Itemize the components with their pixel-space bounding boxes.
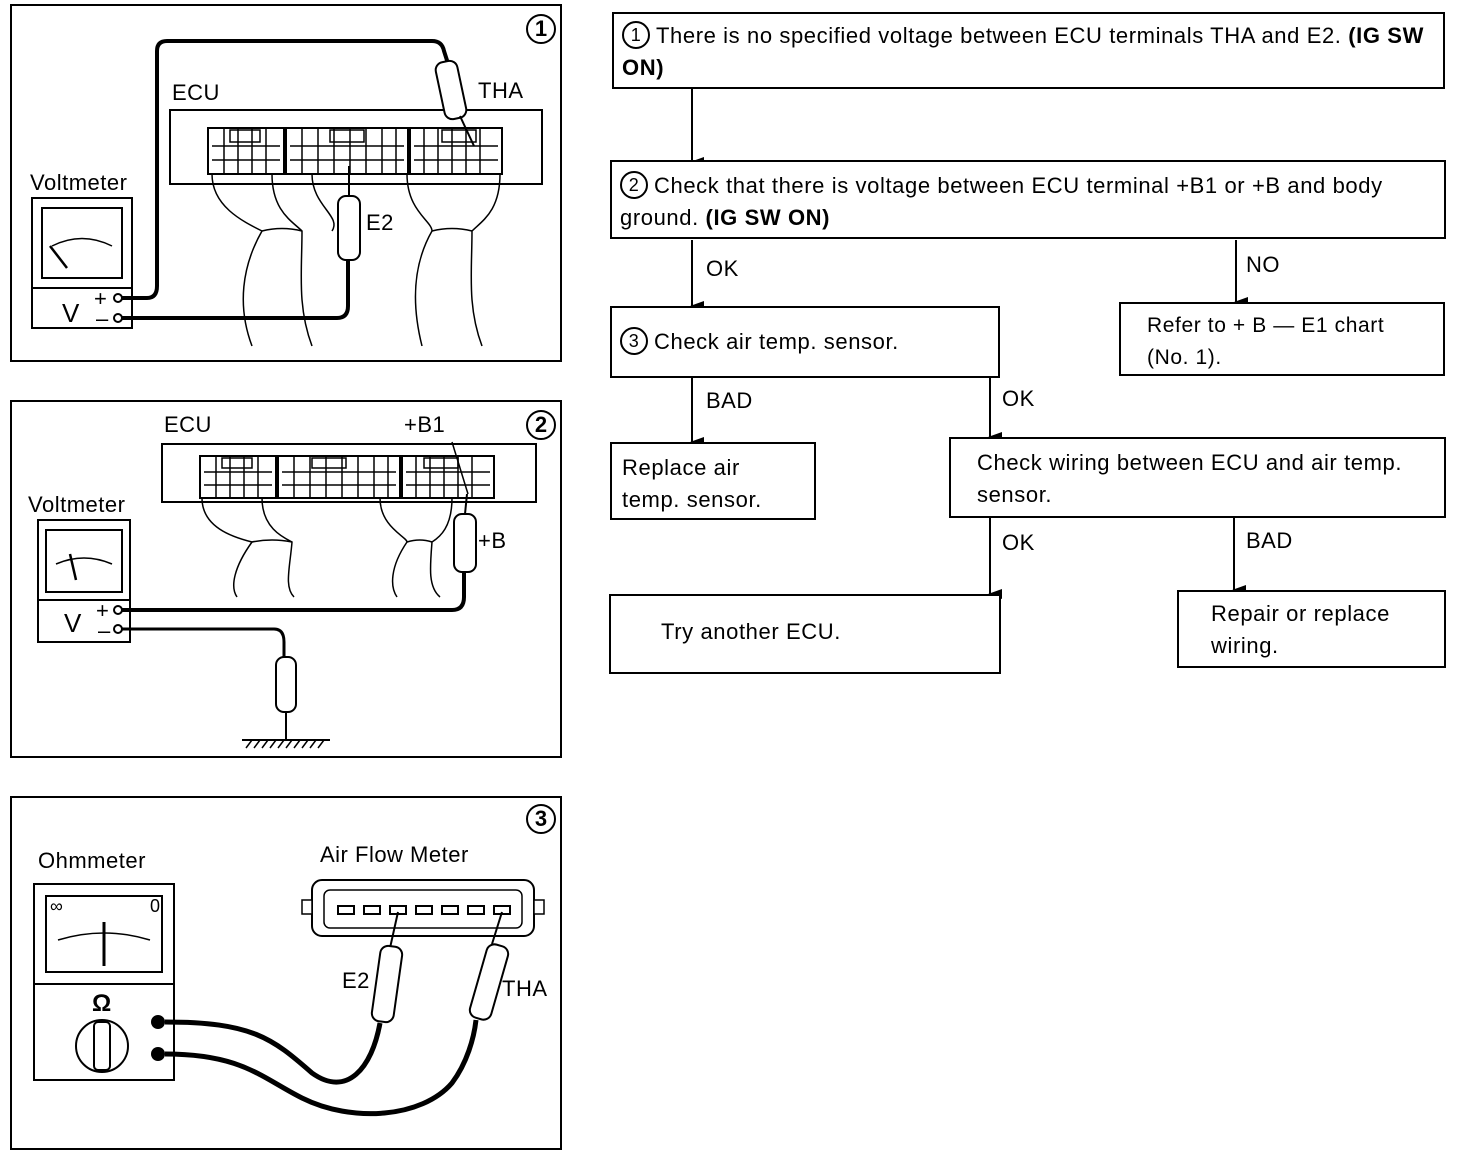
ecu-connector-left — [199, 455, 277, 499]
voltmeter-symbol: V — [62, 298, 80, 328]
plus-b-label: +B — [478, 528, 507, 553]
plus-terminal-label: + — [94, 286, 108, 311]
air-flow-meter-label: Air Flow Meter — [320, 842, 469, 867]
panel-1-number-badge: 1 — [526, 14, 556, 44]
tha-label: THA — [478, 78, 524, 103]
probe-tha — [468, 943, 510, 1021]
step-1-text: There is no specified voltage between EC… — [656, 23, 1342, 48]
panel-3-resistance-check-diagram: 3 Ohmmeter Air Flow Meter E2 THA ∞ 0 Ω — [10, 796, 562, 1150]
branch-label-no-step2: NO — [1246, 252, 1280, 277]
negative-lead — [122, 627, 286, 657]
check-wiring-text: Check wiring between ECU and air temp. s… — [977, 450, 1403, 507]
branch-label-ok-step3: OK — [1002, 386, 1035, 411]
zero-scale-mark: 0 — [150, 896, 161, 916]
plus-b1-label: +B1 — [404, 412, 446, 437]
panel-2-number-badge: 2 — [526, 410, 556, 440]
voltmeter-label: Voltmeter — [28, 492, 126, 517]
voltmeter-label: Voltmeter — [30, 170, 128, 195]
panel-2-voltage-check-diagram: 2 ECU +B1 +B Voltmeter V + – — [10, 400, 562, 758]
branch-label-bad-step3: BAD — [706, 388, 753, 413]
try-another-ecu-text: Try another ECU. — [661, 619, 841, 644]
branch-label-ok-wiring: OK — [1002, 530, 1035, 555]
branch-label-ok-step2: OK — [706, 256, 739, 281]
step-1-number: 1 — [622, 21, 650, 49]
step-2-text: Check that there is voltage between ECU … — [620, 173, 1383, 230]
omega-symbol: Ω — [92, 990, 112, 1017]
voltmeter-dial — [41, 207, 123, 279]
refer-chart-box: Refer to + B — E1 chart (No. 1). — [1119, 302, 1445, 376]
step-2-number: 2 — [620, 171, 648, 199]
check-wiring-box: Check wiring between ECU and air temp. s… — [949, 437, 1446, 518]
step-3-text: Check air temp. sensor. — [654, 329, 899, 354]
step-1-condition: (IG SW ON) — [622, 23, 1424, 80]
step-3-number: 3 — [620, 327, 648, 355]
ohmmeter-dial — [45, 895, 163, 973]
try-another-ecu-box: Try another ECU. — [609, 594, 1001, 674]
e2-label: E2 — [342, 968, 370, 993]
probe-e2 — [370, 944, 404, 1024]
tha-label: THA — [502, 976, 548, 1001]
ecu-connector-middle — [285, 127, 409, 175]
ecu-connector-left — [207, 127, 285, 175]
ohmmeter-lead-tha — [164, 1019, 479, 1117]
minus-terminal-label: – — [98, 618, 111, 643]
panel-3-number-badge: 3 — [526, 804, 556, 834]
replace-sensor-text: Replace air temp. sensor. — [622, 455, 762, 512]
voltmeter-symbol: V — [64, 608, 82, 638]
voltmeter-dial — [45, 529, 123, 593]
ohmmeter-lead-e2 — [164, 1019, 383, 1085]
infinity-scale-mark: ∞ — [50, 896, 64, 916]
panel-1-drawing — [31, 39, 543, 347]
probe-tha — [434, 59, 468, 121]
repair-wiring-box: Repair or replace wiring. — [1177, 590, 1446, 668]
plus-terminal-label: + — [96, 598, 110, 623]
refer-chart-text: Refer to + B — E1 chart (No. 1). — [1147, 314, 1385, 369]
branch-label-bad-wiring: BAD — [1246, 528, 1293, 553]
step-2-condition: (IG SW ON) — [705, 205, 831, 230]
panel-1-voltage-check-diagram: 1 ECU THA E2 Voltmeter V + – — [10, 4, 562, 362]
positive-lead — [122, 572, 466, 612]
minus-terminal-label: – — [96, 306, 109, 331]
replace-sensor-box: Replace air temp. sensor. — [610, 442, 816, 520]
panel-2-drawing — [37, 441, 537, 749]
positive-lead — [122, 39, 454, 300]
ohmmeter-label: Ohmmeter — [38, 848, 146, 873]
negative-lead — [122, 261, 350, 320]
repair-wiring-text: Repair or replace wiring. — [1211, 601, 1390, 658]
ecu-label: ECU — [172, 80, 220, 105]
ecu-label: ECU — [164, 412, 212, 437]
panel-3-drawing — [33, 879, 545, 1117]
e2-label: E2 — [366, 210, 394, 235]
ecu-connector-right — [409, 127, 503, 175]
ecu-connector-middle — [277, 455, 401, 499]
ecu-connector-right — [401, 455, 495, 499]
